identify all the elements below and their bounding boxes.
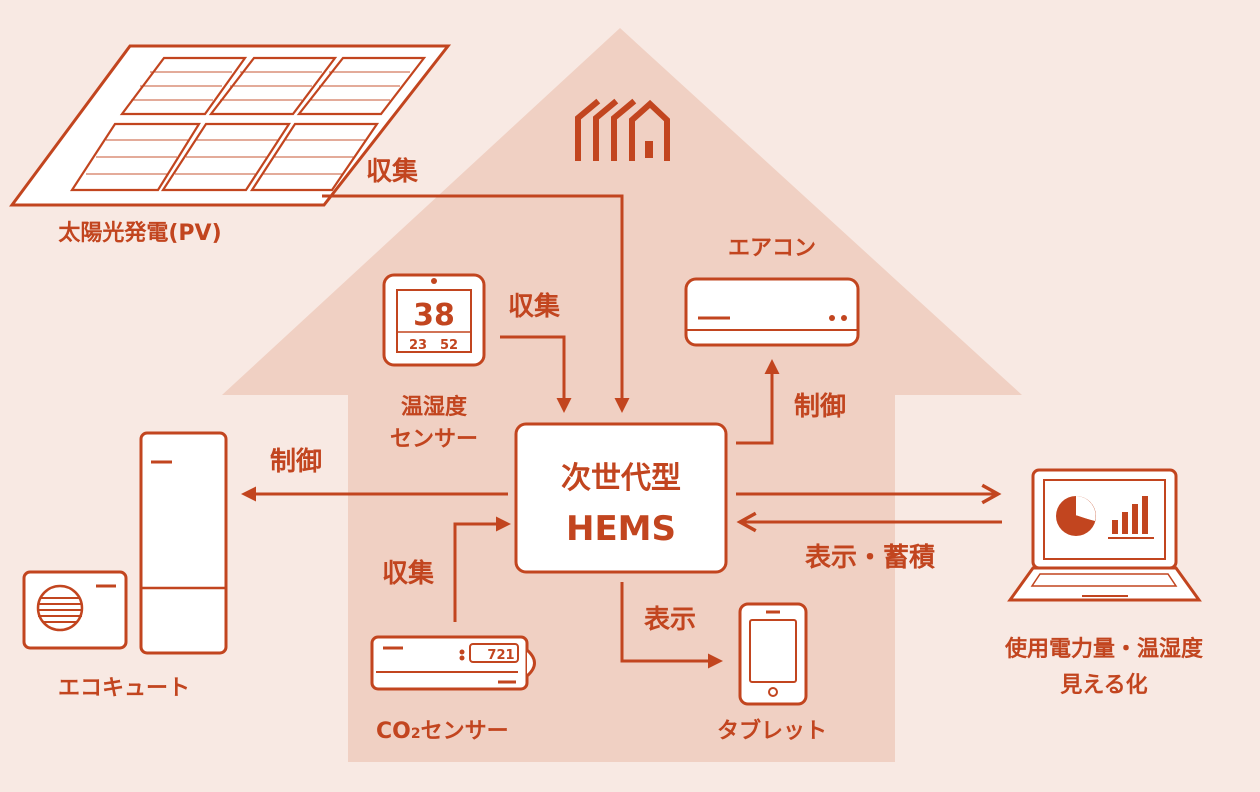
hems-hub-box — [514, 422, 728, 574]
hub-title-line2: HEMS — [566, 509, 676, 549]
heat-pump-water-heater-icon — [22, 431, 228, 655]
arrow-hub-to-tablet — [620, 582, 723, 669]
co2-label-prefix: CO — [376, 719, 411, 744]
flow-label-solar: 収集 — [366, 156, 419, 187]
tablet-icon — [738, 602, 808, 706]
co2-label: CO2センサー — [376, 719, 509, 744]
arrow-hub-to-aircon — [736, 359, 780, 445]
flow-label-sensor: 収集 — [508, 291, 561, 322]
co2-sensor-icon — [370, 635, 536, 691]
flow-label-co2: 収集 — [382, 558, 435, 589]
hub-title-line1: 次世代型 — [561, 461, 681, 496]
laptop-label-line2: 見える化 — [1060, 672, 1147, 698]
arrow-solar-to-hub — [322, 194, 630, 413]
sensor-temp-reading: 38 — [413, 298, 455, 333]
co2-label-suffix: センサー — [421, 719, 509, 744]
arrow-co2-to-hub — [453, 516, 511, 622]
arrow-sensor-to-hub — [500, 335, 572, 413]
solar-panel-icon — [9, 44, 452, 207]
flow-label-aircon: 制御 — [794, 391, 846, 422]
solar-label: 太陽光発電(PV) — [58, 221, 221, 246]
house-logo-icon — [575, 98, 670, 161]
flow-label-laptop: 表示・蓄積 — [805, 543, 935, 573]
flow-label-tablet: 表示 — [644, 605, 696, 635]
aircon-label: エアコン — [728, 236, 816, 261]
laptop-label-line1: 使用電力量・温湿度 — [1004, 636, 1204, 662]
thermo-hygrometer-icon — [382, 273, 486, 367]
laptop-chart-icon — [1007, 468, 1202, 602]
co2-display-reading: 721 — [487, 648, 514, 663]
ecocute-label: エコキュート — [58, 676, 190, 701]
sensor-small-reading-1: 23 — [409, 338, 427, 353]
co2-label-sub: 2 — [411, 726, 421, 742]
flow-label-ecocute: 制御 — [270, 446, 322, 477]
flow-arrows — [241, 194, 1002, 669]
sensor-label-line2: センサー — [390, 427, 478, 452]
sensor-label-line1: 温湿度 — [401, 394, 468, 420]
tablet-label: タブレット — [717, 718, 827, 744]
sensor-small-reading-2: 52 — [440, 338, 458, 353]
air-conditioner-icon — [684, 277, 860, 347]
